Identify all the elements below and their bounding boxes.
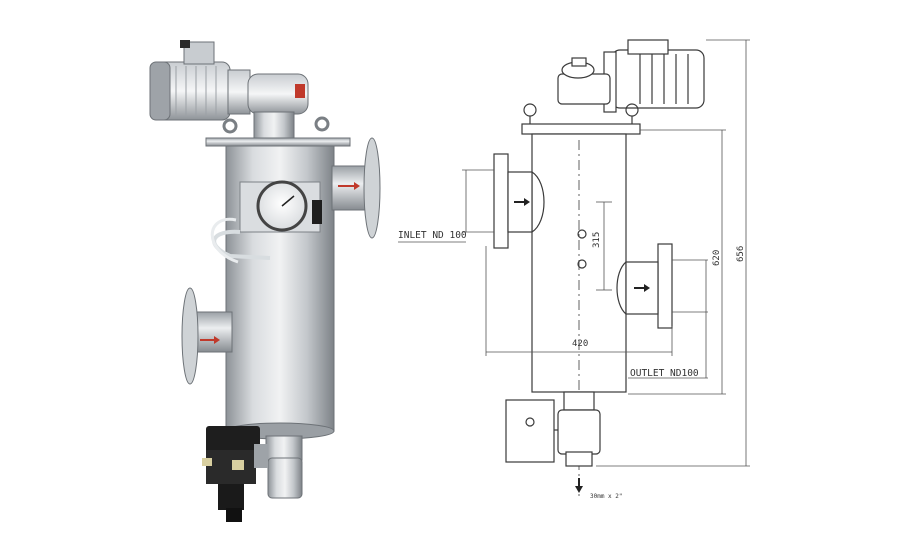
dim-width-label: 420: [572, 339, 588, 349]
outlet-nozzle-photo: [331, 137, 381, 239]
inlet-nozzle-photo: [181, 287, 233, 385]
gearbox: [227, 69, 309, 115]
motor: [149, 40, 231, 121]
drain-actuator: [202, 426, 268, 522]
filter-photo: [149, 40, 381, 522]
drain-size-label: 30mm x 2": [590, 493, 623, 500]
outlet-label: OUTLET ND100: [630, 368, 699, 379]
dim-inlet-offset-label: 315: [592, 232, 602, 248]
dimension-lines: [398, 39, 750, 467]
technical-drawing: [493, 39, 705, 500]
inlet-label: INLET ND 100: [398, 230, 467, 241]
dim-body-height-label: 620: [712, 250, 722, 266]
dim-overall-height-label: 656: [736, 246, 746, 262]
